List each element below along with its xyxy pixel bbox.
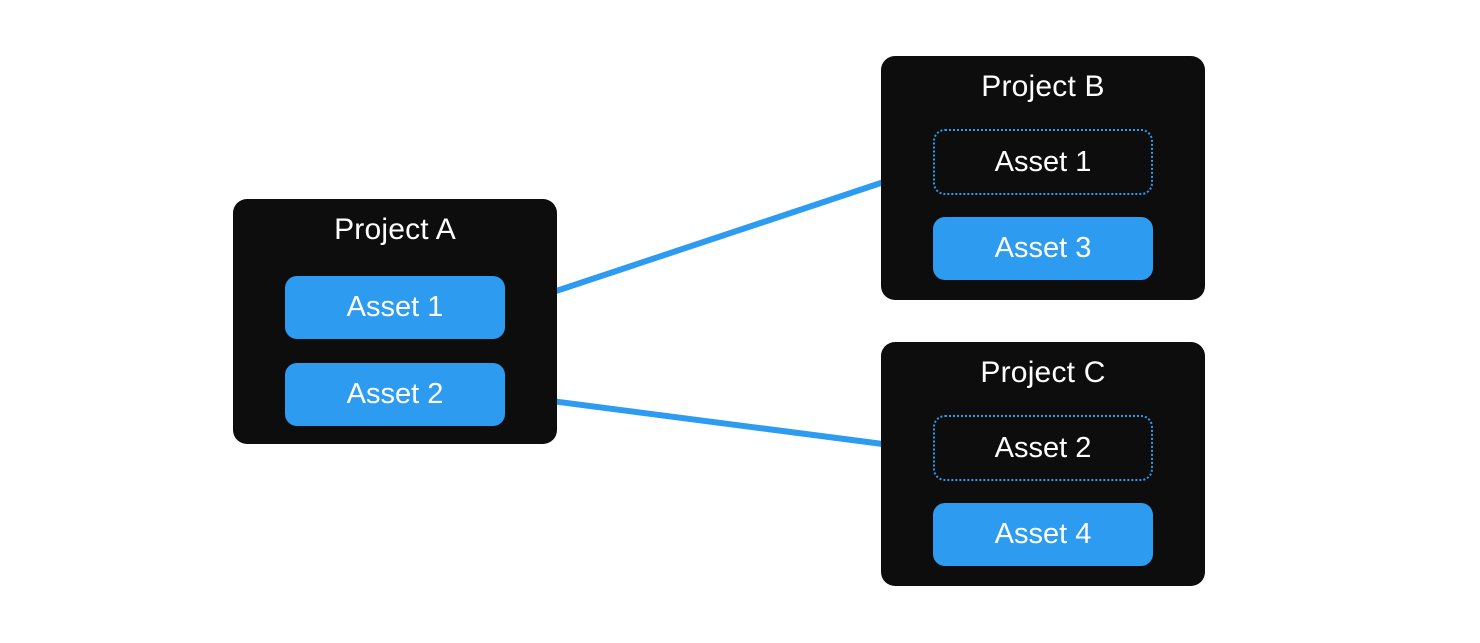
project-b-box: Project B Asset 1 Asset 3: [881, 56, 1205, 300]
project-c-title: Project C: [980, 356, 1106, 389]
arrow-asset2-a-to-c: [504, 392, 933, 458]
project-c-box: Project C Asset 2 Asset 4: [881, 342, 1205, 586]
project-b-asset-1-ghost-chip: Asset 1: [933, 129, 1153, 195]
project-a-asset-2-chip: Asset 2: [285, 363, 505, 426]
project-c-asset-4-chip: Asset 4: [933, 503, 1153, 566]
project-a-title: Project A: [334, 213, 456, 246]
arrow-asset1-a-to-b: [504, 164, 933, 311]
project-b-asset-3-chip: Asset 3: [933, 217, 1153, 280]
project-c-asset-2-ghost-chip: Asset 2: [933, 415, 1153, 481]
project-a-asset-1-chip: Asset 1: [285, 276, 505, 339]
project-b-title: Project B: [981, 70, 1105, 103]
project-a-box: Project A Asset 1 Asset 2: [233, 199, 557, 444]
